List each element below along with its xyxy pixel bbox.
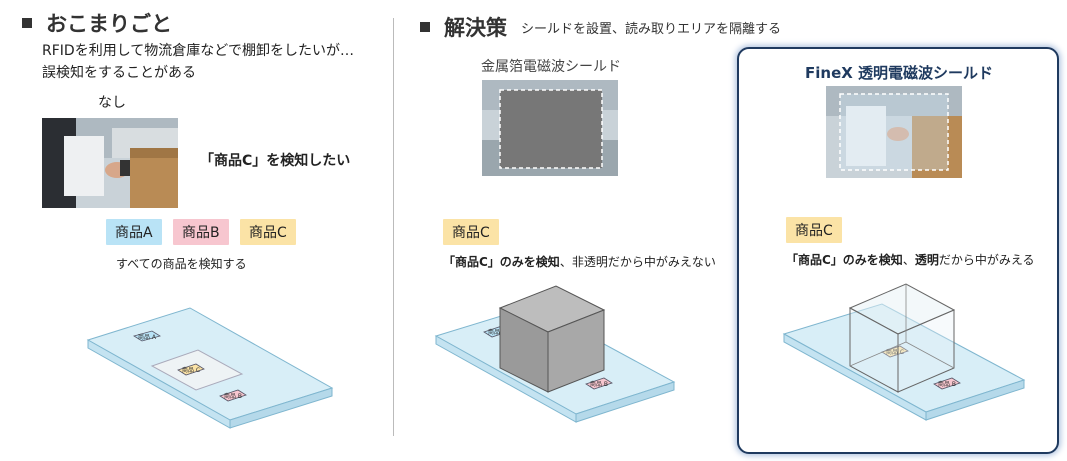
metal-result-text: 「商品C」のみを検知、非透明だから中がみえない: [443, 253, 716, 270]
problem-description-line2: 誤検知をすることがある: [42, 65, 196, 82]
warehouse-photo: [42, 118, 178, 208]
problem-description: RFIDを利用して物流倉庫などで棚卸をしたいが… 誤検知をすることがある: [42, 40, 354, 85]
solution-heading-text: 解決策: [444, 16, 507, 40]
tag-product-c: 商品C: [240, 219, 296, 245]
metal-tray-label-b: 商品 B: [590, 380, 608, 388]
finex-shield-photo-illustration: [826, 86, 962, 178]
warehouse-photo-illustration: [42, 118, 178, 208]
finex-shield-photo: [826, 86, 962, 178]
tray-label-b: 商品 B: [224, 392, 242, 400]
tray-illustration-metal: 商品 A 商品 B: [434, 285, 676, 423]
metal-shield-photo: [482, 80, 618, 176]
goal-text: 「商品C」を検知したい: [200, 153, 351, 169]
tag-product-b: 商品B: [173, 219, 229, 245]
metal-tag-product-c: 商品C: [443, 219, 499, 245]
problem-heading-text: おこまりごと: [46, 12, 172, 36]
finex-tray-label-b: 商品 B: [938, 380, 956, 388]
finex-result-bold2: 透明: [914, 253, 939, 267]
photo-label-none: なし: [98, 95, 126, 111]
finex-shield-label: FineX 透明電磁波シールド: [805, 64, 994, 82]
metal-result-bold: 「商品C」のみを検知: [443, 255, 560, 269]
square-bullet-icon: [22, 18, 32, 28]
problem-description-line1: RFIDを利用して物流倉庫などで棚卸をしたいが…: [42, 43, 354, 59]
finex-result-rest: だから中がみえる: [938, 253, 1035, 267]
solution-subheading: シールドを設置、読み取りエリアを隔離する: [521, 21, 782, 37]
caption-all-detected: すべての商品を検知する: [116, 257, 247, 271]
finex-result-sep: 、: [902, 253, 915, 267]
tray-label-c: 商品 C: [182, 366, 200, 374]
problem-heading: おこまりごと: [22, 8, 172, 38]
finex-tray-label-c: 商品 C: [886, 348, 904, 356]
tag-product-a: 商品A: [106, 219, 162, 245]
metal-tray-label-a: 商品 A: [488, 328, 507, 336]
finex-tag-product-c: 商品C: [786, 217, 842, 243]
finex-result-text: 「商品C」のみを検知、透明だから中がみえる: [786, 251, 1035, 268]
metal-result-rest: 、非透明だから中がみえない: [559, 255, 716, 269]
square-bullet-icon: [420, 22, 430, 32]
tray-illustration-finex: 商品 C 商品 B: [782, 283, 1026, 421]
metal-shield-label: 金属箔電磁波シールド: [481, 59, 621, 75]
finex-result-bold1: 「商品C」のみを検知: [786, 253, 903, 267]
metal-shield-photo-illustration: [482, 80, 618, 176]
solution-heading: 解決策 シールドを設置、読み取りエリアを隔離する: [420, 12, 781, 42]
tray-illustration-left: 商品 A 商品 C 商品 B: [86, 307, 334, 429]
section-divider: [393, 18, 394, 436]
tray-label-a: 商品 A: [138, 333, 157, 341]
